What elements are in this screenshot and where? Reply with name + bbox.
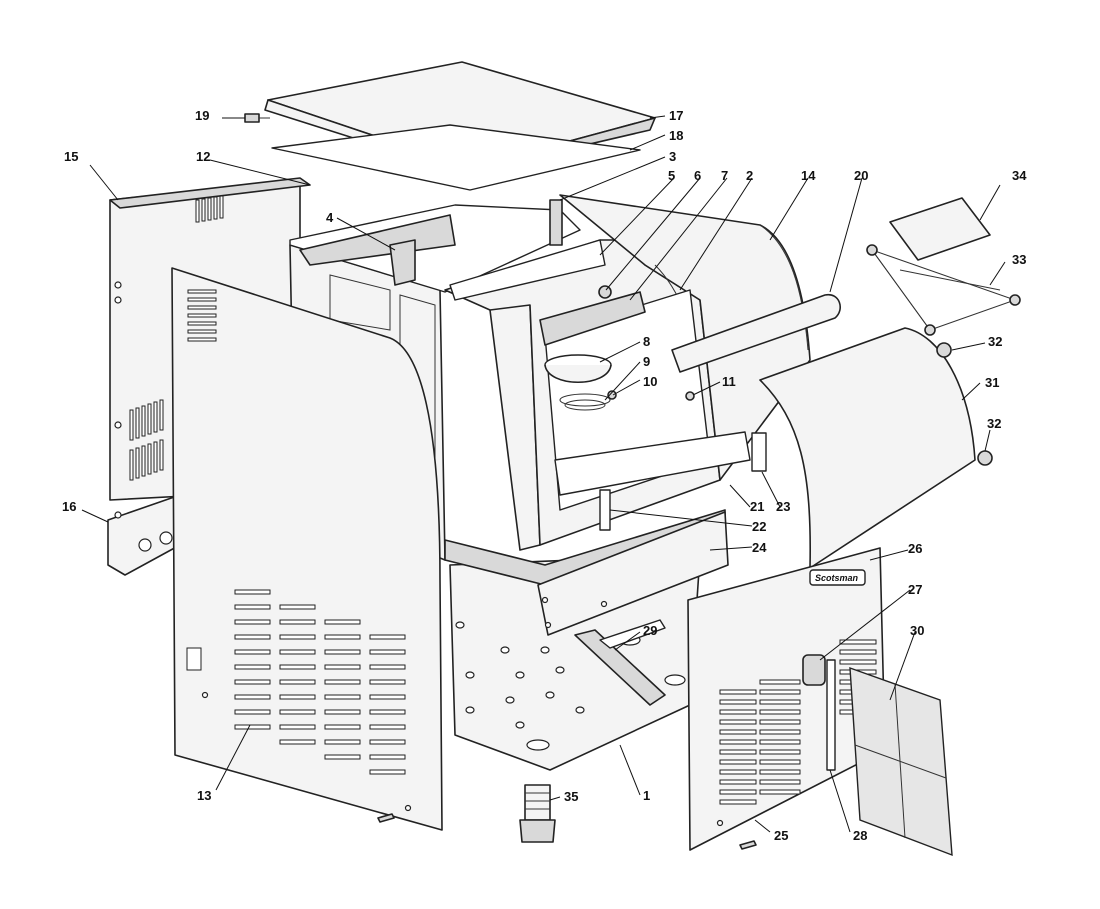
part-top-post [549,199,563,246]
part-screw-top [244,113,270,123]
svg-text:Scotsman: Scotsman [815,573,859,583]
callout-32-bottom: 32 [987,416,1001,431]
part-upper-rail [449,239,606,301]
callout-29: 29 [643,623,657,638]
part-rear-bracket [107,494,181,576]
callout-14: 14 [801,168,816,183]
callout-24: 24 [752,540,767,555]
callout-32-top: 32 [988,334,1002,349]
callout-2: 2 [746,168,753,183]
part-air-filter [849,666,953,857]
callout-6: 6 [694,168,701,183]
part-small-plate [599,489,611,531]
callout-27: 27 [908,582,922,597]
callout-18: 18 [669,128,683,143]
part-top-handle [671,293,841,373]
callout-22: 22 [752,519,766,534]
callout-5: 5 [668,168,675,183]
part-housing-strip [759,224,809,351]
part-inner-bracket [389,239,416,286]
callout-13: 13 [197,788,211,803]
brand-badge: Scotsman [809,569,866,586]
part-front-plate [554,431,751,496]
callout-11: 11 [722,374,736,389]
callout-31: 31 [985,375,999,390]
callout-23: 23 [776,499,790,514]
callout-25: 25 [774,828,788,843]
callout-33: 33 [1012,252,1026,267]
part-front-top-cover [759,327,976,569]
callout-20: 20 [854,168,868,183]
part-bowl [544,354,612,383]
callout-7: 7 [721,168,728,183]
part-side-tab [751,432,767,472]
part-base-plate [449,554,701,771]
callout-16: 16 [62,499,76,514]
part-knob-top [936,342,952,358]
part-filter-pad [889,197,991,261]
callout-21: 21 [750,499,764,514]
callout-28: 28 [853,828,867,843]
part-top-gasket [271,124,641,191]
part-lower-bracket [537,511,729,636]
part-spring [559,393,611,411]
part-clip [607,390,617,400]
callout-8: 8 [643,334,650,349]
part-knob-bottom [977,450,993,466]
callout-1: 1 [643,788,650,803]
callout-15: 15 [64,149,78,164]
part-filter-frame [866,244,1021,336]
part-left-side-panel [171,267,443,831]
part-deflector [539,291,646,346]
callout-9: 9 [643,354,650,369]
part-knob [598,285,612,299]
part-base-bracket [574,619,666,706]
callout-17: 17 [669,108,683,123]
callout-30: 30 [910,623,924,638]
callout-labels: 1 2 3 4 5 6 7 8 9 10 11 12 13 14 15 16 1… [62,108,1027,843]
callout-35: 35 [564,789,578,804]
callout-34: 34 [1012,168,1027,183]
callout-4: 4 [326,210,334,225]
callout-19: 19 [195,108,209,123]
callout-26: 26 [908,541,922,556]
callout-3: 3 [669,149,676,164]
callout-10: 10 [643,374,657,389]
leader-lines [81,115,1006,833]
callout-12: 12 [196,149,210,164]
part-screw [685,391,695,401]
part-leg [519,784,556,843]
